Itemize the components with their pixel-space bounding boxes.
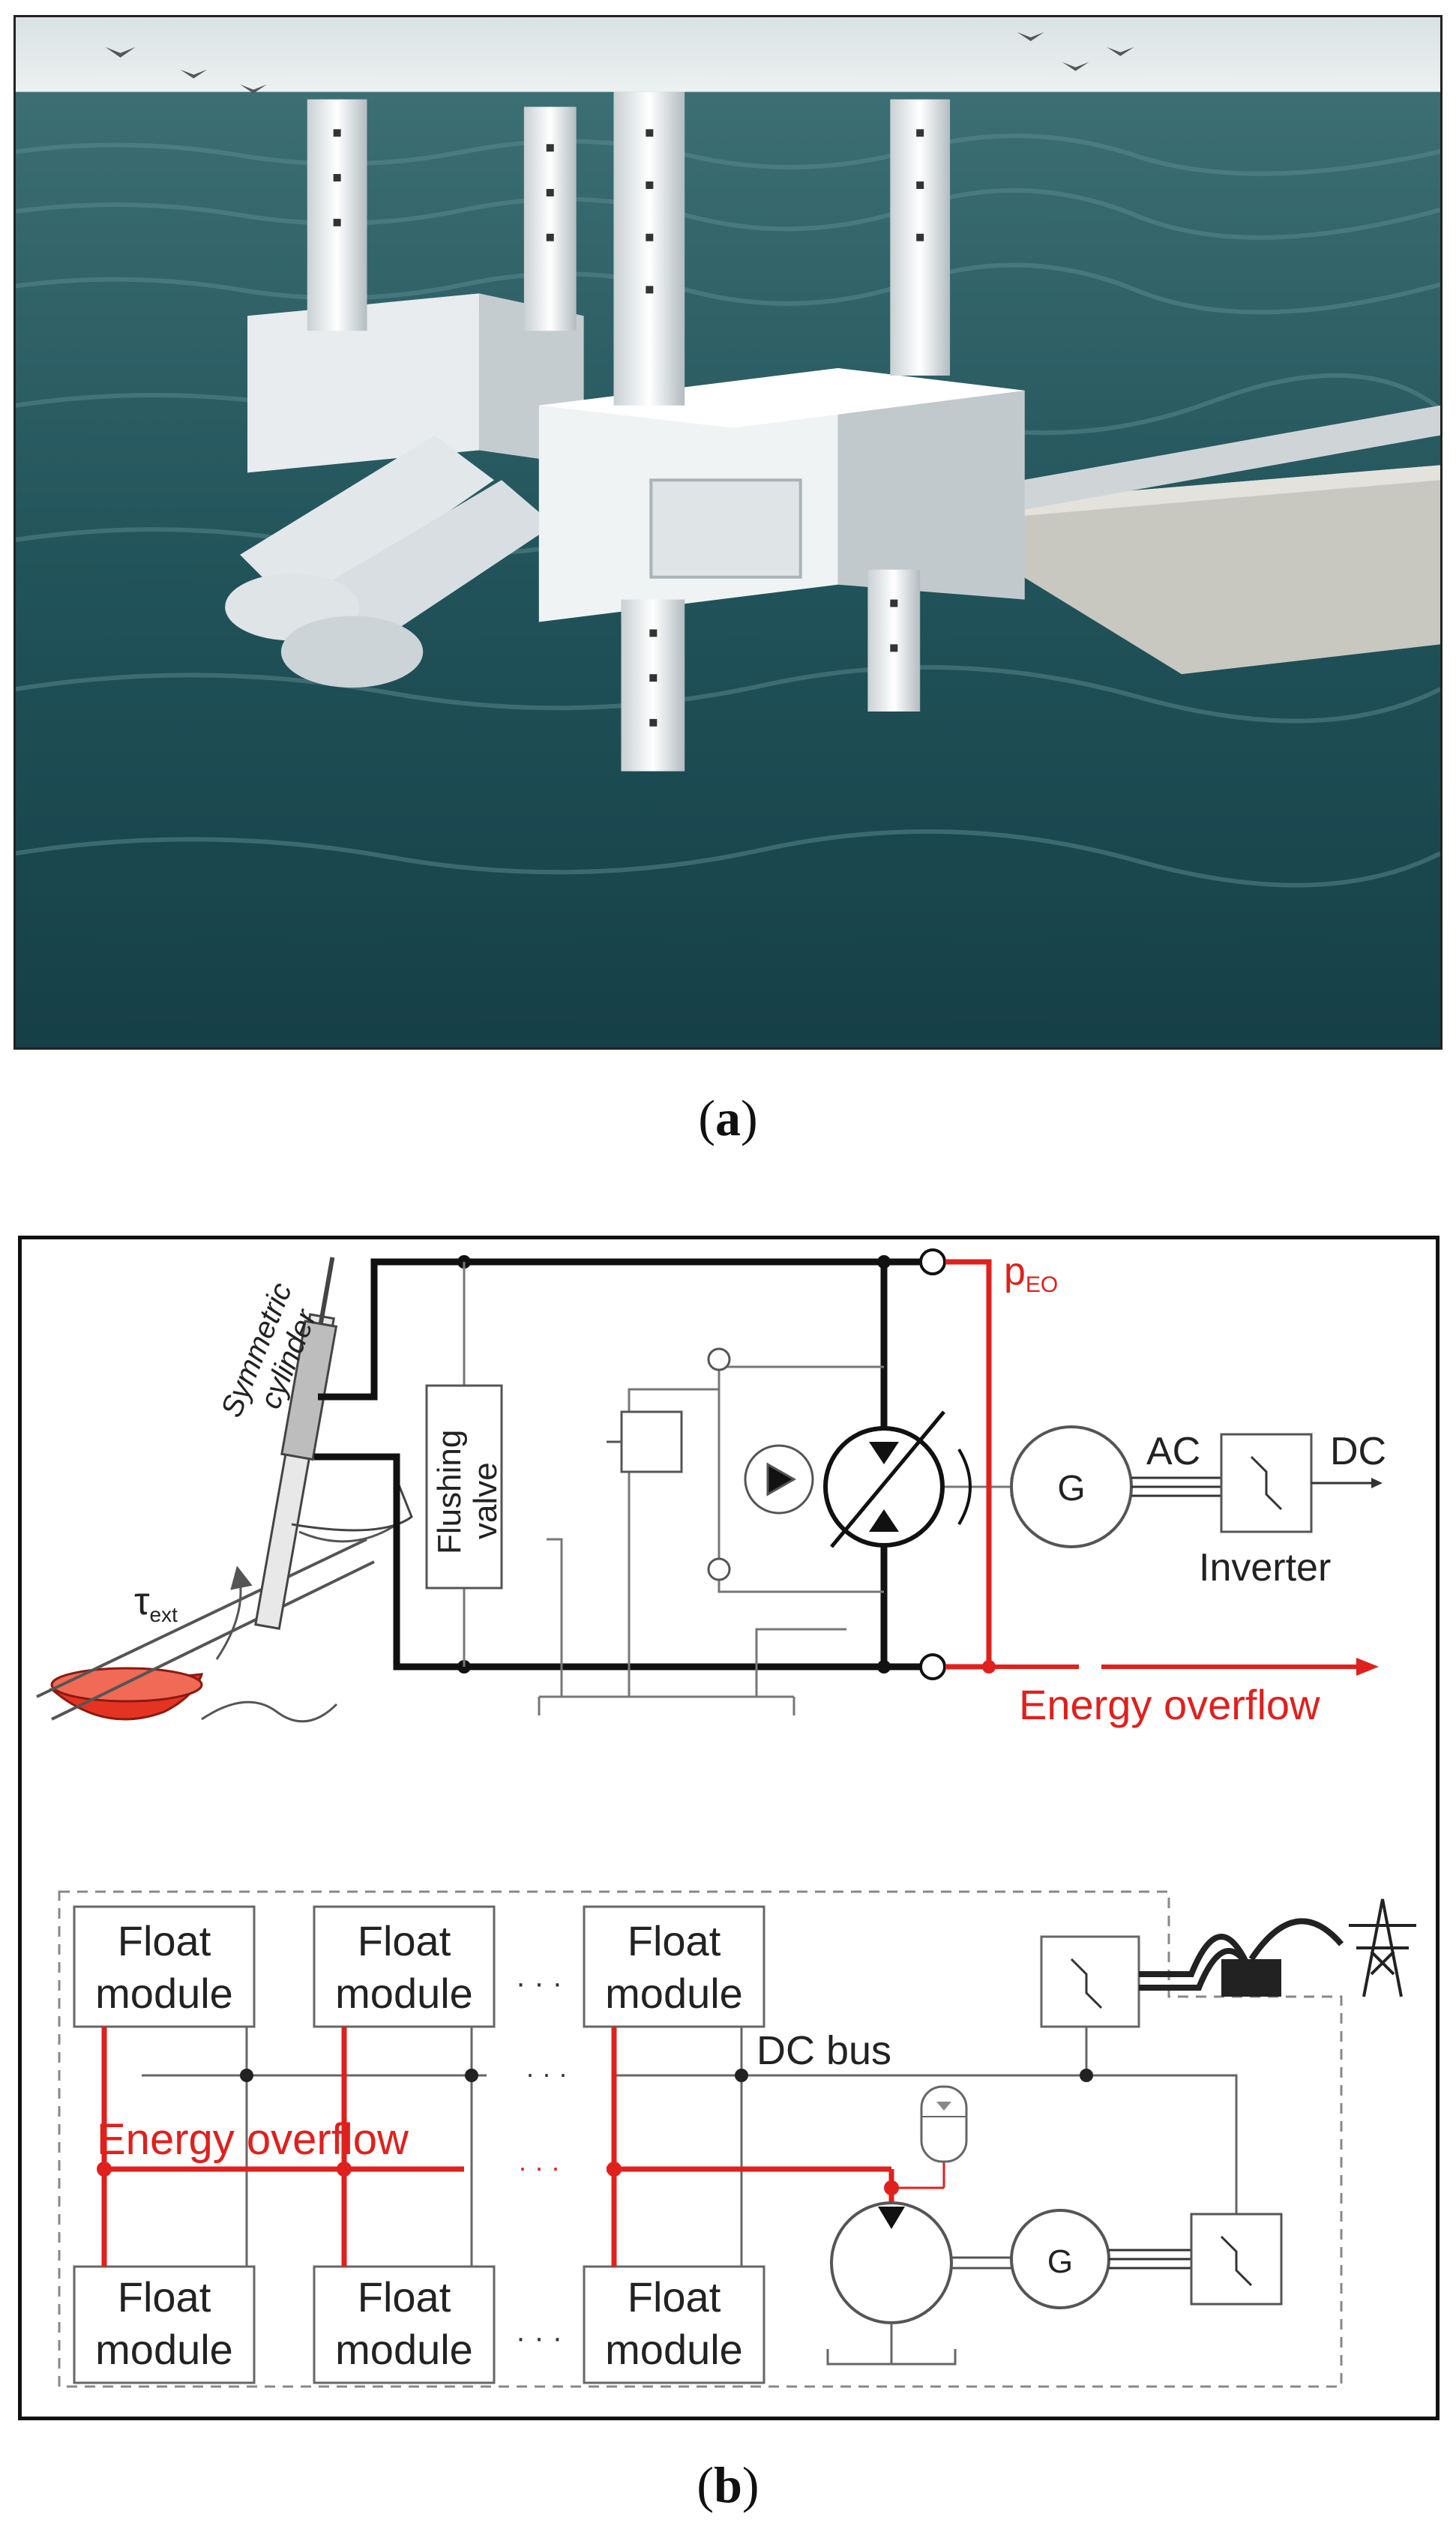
float-arm-assembly xyxy=(36,1257,413,1723)
svg-text:G: G xyxy=(1057,1469,1085,1509)
relief-valve xyxy=(607,1347,814,1581)
energy-overflow-label-top: Energy overflow xyxy=(1019,1681,1320,1728)
dc-bus-lines xyxy=(142,2027,1238,2267)
ellipsis-overflow: · · · xyxy=(518,2152,560,2183)
generator-bottom: G xyxy=(1010,2209,1110,2309)
schematic-panel: Symmetric cylinder τext Flushing valve xyxy=(18,1236,1440,2420)
flushing-valve-label: Flushing valve xyxy=(431,1420,504,1554)
schematic-svg: Symmetric cylinder τext Flushing valve xyxy=(36,1248,1416,2388)
pressure-label: pEO xyxy=(1004,1250,1058,1297)
pylon-icon xyxy=(1349,1898,1416,1997)
platform-illustration xyxy=(16,17,1440,1047)
generator-top: G xyxy=(1010,1425,1133,1548)
dc-label: DC xyxy=(1330,1430,1386,1473)
transformer-icon xyxy=(1221,1959,1281,1997)
flushing-valve xyxy=(425,1384,503,1590)
energy-overflow-label-bottom: Energy overflow xyxy=(97,2115,409,2164)
grid-inverter xyxy=(1040,1935,1140,2028)
inverter-top xyxy=(1220,1433,1313,1533)
ellipsis-dc-bus: · · · xyxy=(526,2058,568,2089)
wave-energy-platform-photo xyxy=(13,15,1443,1050)
inverter-label: Inverter xyxy=(1199,1546,1331,1590)
energy-overflow-network xyxy=(101,2027,894,2267)
inverter-bottom xyxy=(1190,2213,1283,2306)
symmetric-cylinder xyxy=(254,1257,338,1630)
ellipsis-top-modules: · · · xyxy=(516,1967,562,2000)
caption-b: (b) xyxy=(697,2456,759,2513)
caption-a: (a) xyxy=(698,1089,758,1146)
shared-hydraulic-motor xyxy=(826,2201,957,2366)
birds xyxy=(105,31,1134,94)
ellipsis-bottom-modules: · · · xyxy=(516,2321,562,2354)
dc-bus-label: DC bus xyxy=(756,2028,891,2073)
torque-label: τext xyxy=(134,1580,178,1626)
svg-text:G: G xyxy=(1047,2243,1073,2280)
farm-boundary xyxy=(58,1890,1343,2388)
accumulator-icon xyxy=(891,2085,968,2189)
hydraulic-motor xyxy=(823,1410,945,1548)
ac-label: AC xyxy=(1146,1430,1200,1473)
